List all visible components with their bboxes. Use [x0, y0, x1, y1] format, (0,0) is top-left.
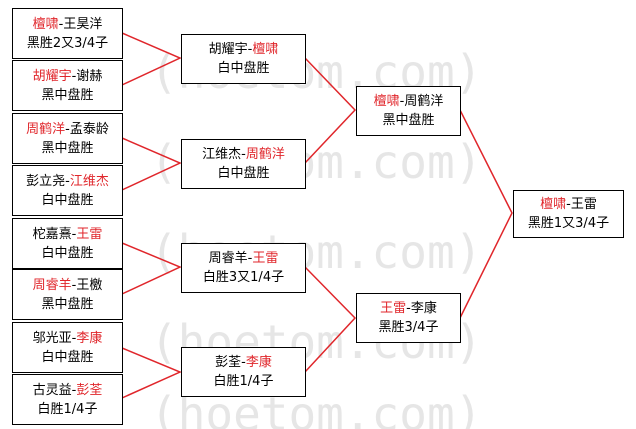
match-box-round1-1: 檀啸-王昊洋 黑胜2又3/4子: [12, 8, 123, 59]
match-box-round1-7: 邬光亚-李康 白中盘胜: [12, 322, 123, 373]
player1-name: 邬光亚: [32, 330, 72, 346]
match-result: 白胜3又1/4子: [202, 270, 285, 285]
match-box-round1-4: 彭立尧-江维杰 白中盘胜: [12, 165, 123, 216]
match-box-round1-8: 古灵益-彭荃 白胜1/4子: [12, 374, 123, 425]
player2-name: 彭荃: [76, 382, 103, 398]
match-box-round1-2: 胡耀宇-谢赫 黑中盘胜: [12, 60, 123, 111]
separator: -: [406, 301, 411, 316]
player2-name: 王檄: [76, 277, 103, 293]
player2-name: 江维杰: [69, 173, 109, 189]
match-players: 王雷-李康: [380, 299, 437, 318]
match-result: 黑中盘胜: [41, 140, 94, 156]
bracket-connector: [121, 32, 182, 86]
match-players: 檀啸-王雷: [540, 195, 597, 214]
match-box-round1-3: 周鹤洋-孟泰龄 黑中盘胜: [12, 113, 123, 164]
match-players: 胡耀宇-檀啸: [209, 40, 279, 59]
match-result: 白中盘胜: [41, 192, 94, 208]
player1-name: 古灵益: [32, 382, 72, 398]
bracket-connector: [121, 242, 182, 295]
separator: -: [71, 330, 77, 346]
separator: -: [58, 16, 64, 32]
bracket-connector: [459, 109, 513, 319]
separator: -: [71, 382, 77, 398]
match-players: 周睿羊-王雷: [209, 249, 279, 268]
player2-name: 谢赫: [76, 68, 103, 84]
player1-name: 胡耀宇: [208, 42, 248, 57]
match-box-round2-4: 彭荃-李康 白胜1/4子: [181, 347, 306, 397]
separator: -: [566, 197, 571, 212]
player2-name: 孟泰龄: [69, 121, 109, 137]
player2-name: 王昊洋: [63, 16, 103, 32]
match-result: 白胜1/4子: [213, 374, 274, 389]
match-box-round3-2: 王雷-李康 黑胜3/4子: [356, 293, 461, 343]
match-box-final: 檀啸-王雷 黑胜1又3/4子: [513, 190, 624, 238]
match-result: 黑胜2又3/4子: [26, 35, 109, 51]
match-players: 檀啸-王昊洋: [33, 15, 103, 34]
bracket-connector: [304, 57, 357, 164]
bracket-connector: [304, 266, 357, 373]
player1-name: 檀啸: [373, 94, 400, 109]
match-box-round2-2: 江维杰-周鹤洋 白中盘胜: [181, 139, 306, 189]
match-players: 柁嘉熹-王雷: [33, 225, 103, 244]
match-box-round1-5: 柁嘉熹-王雷 白中盘胜: [12, 218, 123, 269]
match-result: 黑胜3/4子: [378, 320, 439, 335]
player2-name: 王雷: [252, 251, 279, 266]
player1-name: 柁嘉熹: [32, 226, 72, 242]
match-players: 彭立尧-江维杰: [26, 172, 109, 191]
match-result: 白中盘胜: [41, 245, 94, 261]
bracket-connector: [121, 347, 182, 399]
player1-name: 檀啸: [540, 197, 567, 212]
player1-name: 檀啸: [32, 16, 59, 32]
separator: -: [241, 147, 246, 162]
match-players: 邬光亚-李康: [33, 329, 103, 348]
separator: -: [71, 277, 77, 293]
player2-name: 李康: [76, 330, 103, 346]
match-result: 白中盘胜: [217, 61, 270, 76]
player2-name: 檀啸: [252, 42, 279, 57]
separator: -: [399, 94, 405, 109]
separator: -: [241, 355, 246, 370]
match-result: 黑胜1又3/4子: [527, 216, 610, 231]
match-box-round3-1: 檀啸-周鹤洋 黑中盘胜: [356, 86, 461, 136]
match-box-round1-6: 周睿羊-王檄 黑中盘胜: [12, 269, 123, 320]
match-players: 江维杰-周鹤洋: [202, 145, 285, 164]
separator: -: [71, 68, 77, 84]
match-result: 白中盘胜: [41, 349, 94, 365]
player1-name: 王雷: [380, 301, 407, 316]
player2-name: 王雷: [570, 197, 597, 212]
match-result: 黑中盘胜: [41, 87, 94, 103]
player1-name: 胡耀宇: [32, 68, 72, 84]
match-box-round2-3: 周睿羊-王雷 白胜3又1/4子: [181, 243, 306, 293]
match-result: 白中盘胜: [217, 166, 270, 181]
player2-name: 李康: [410, 301, 437, 316]
player1-name: 周睿羊: [208, 251, 248, 266]
match-players: 古灵益-彭荃: [33, 381, 103, 400]
player2-name: 王雷: [76, 226, 103, 242]
player1-name: 江维杰: [202, 147, 242, 162]
separator: -: [247, 42, 253, 57]
match-result: 白胜1/4子: [37, 401, 98, 417]
player1-name: 周睿羊: [32, 277, 72, 293]
match-players: 檀啸-周鹤洋: [374, 92, 444, 111]
player2-name: 李康: [245, 355, 272, 370]
player2-name: 周鹤洋: [245, 147, 285, 162]
player2-name: 周鹤洋: [404, 94, 444, 109]
match-result: 黑中盘胜: [382, 113, 435, 128]
player1-name: 彭立尧: [26, 173, 66, 189]
player1-name: 周鹤洋: [26, 121, 66, 137]
match-box-round2-1: 胡耀宇-檀啸 白中盘胜: [181, 34, 306, 84]
separator: -: [65, 121, 70, 137]
bracket-connector: [121, 137, 182, 191]
match-result: 黑中盘胜: [41, 296, 94, 312]
separator: -: [247, 251, 253, 266]
match-players: 胡耀宇-谢赫: [33, 67, 103, 86]
match-players: 彭荃-李康: [215, 353, 272, 372]
match-players: 周鹤洋-孟泰龄: [26, 120, 109, 139]
separator: -: [65, 173, 70, 189]
player1-name: 彭荃: [215, 355, 242, 370]
match-players: 周睿羊-王檄: [33, 276, 103, 295]
separator: -: [71, 226, 77, 242]
